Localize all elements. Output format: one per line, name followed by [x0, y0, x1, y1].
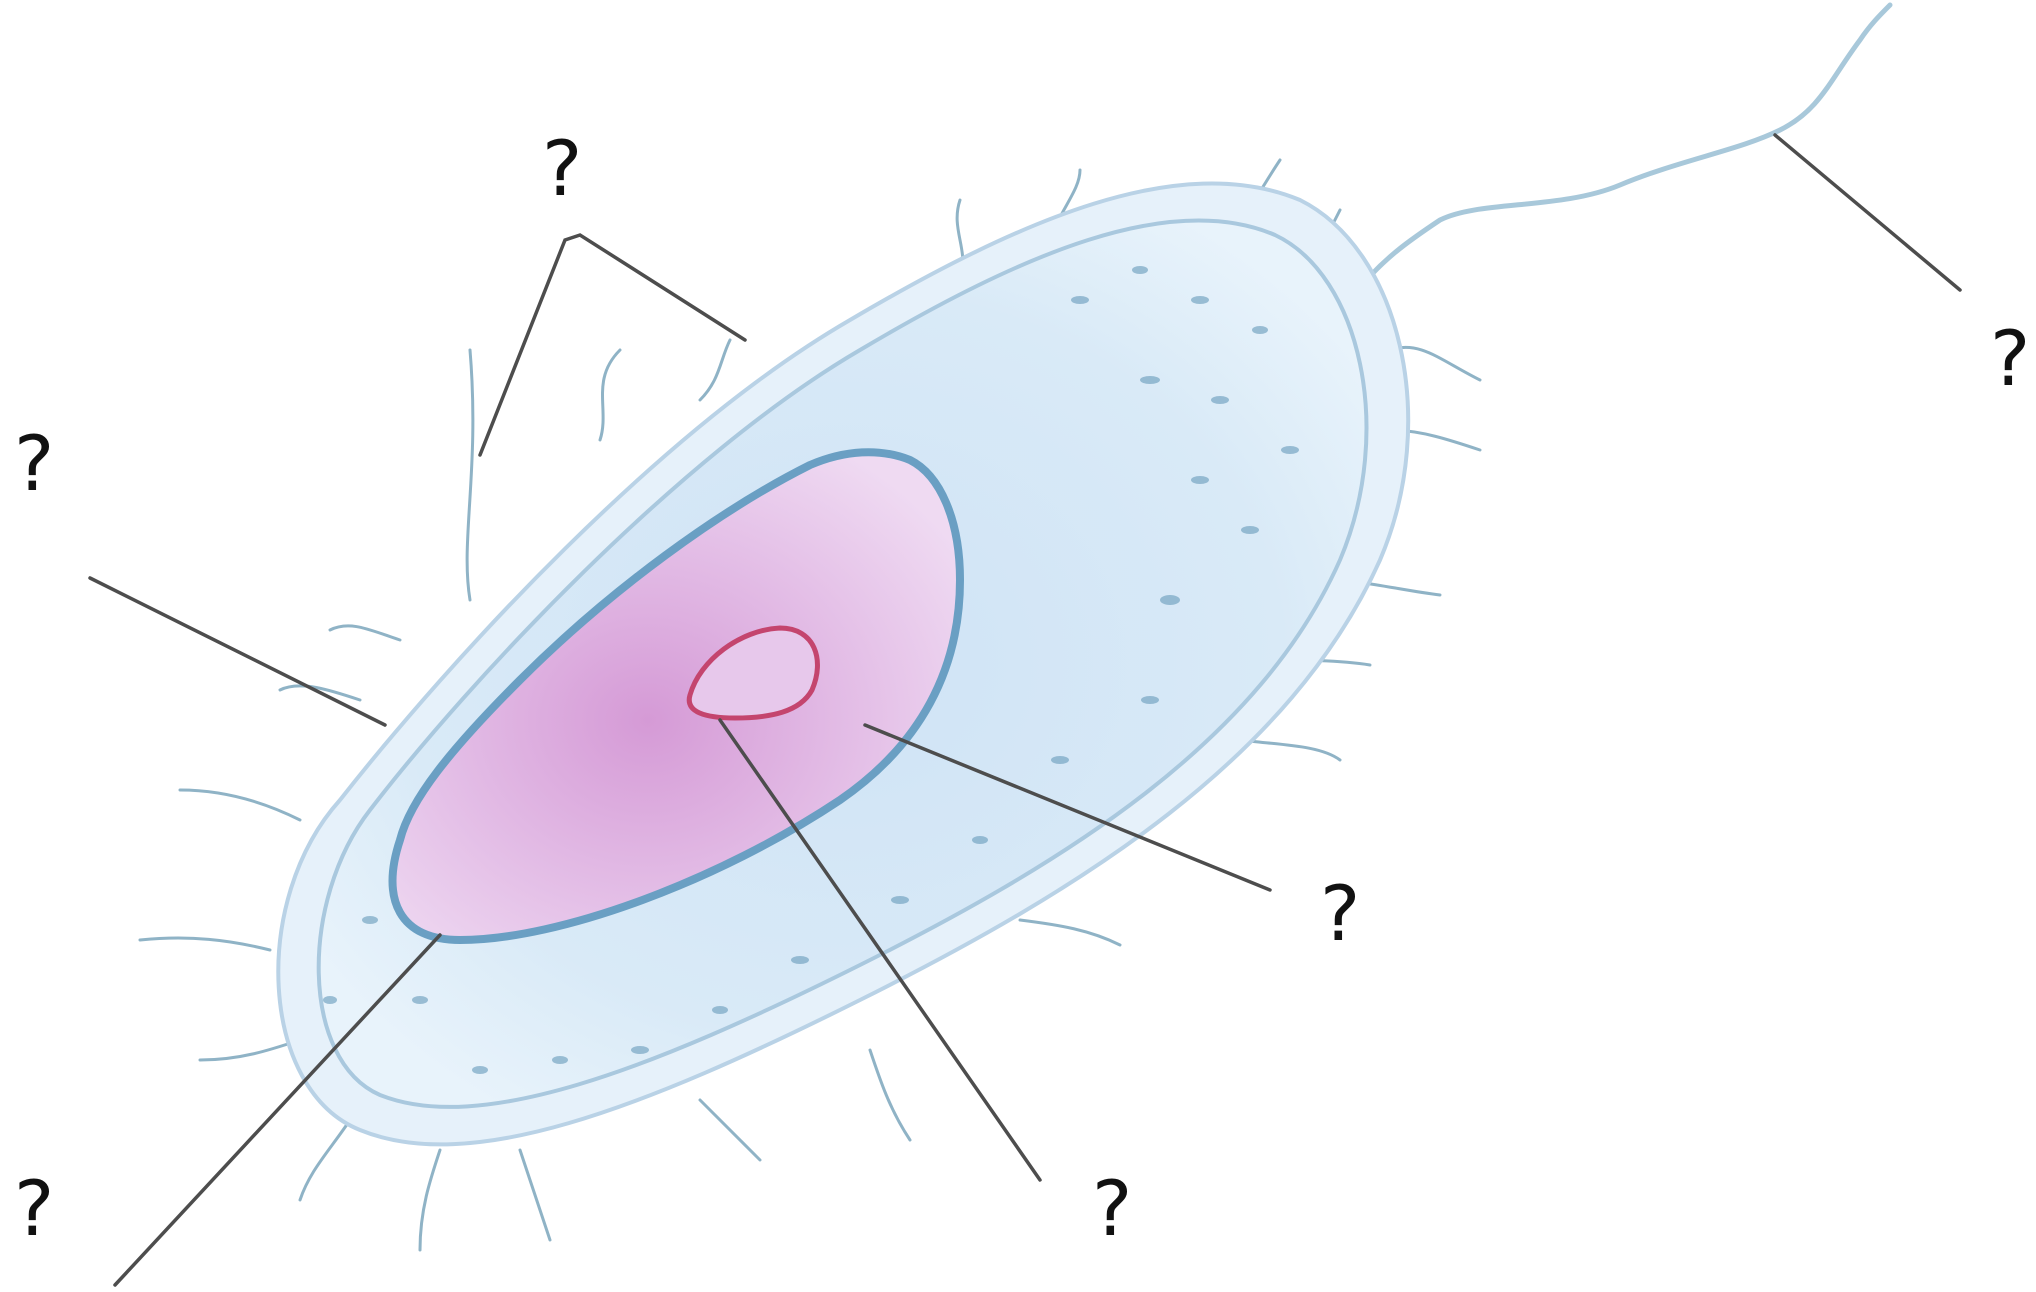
label-cell-membrane: ? — [14, 1164, 54, 1253]
capsule-leader — [90, 578, 385, 725]
label-nucleoid: ? — [1320, 869, 1360, 958]
label-plasmid: ? — [1092, 1164, 1132, 1253]
label-flagellum: ? — [1990, 314, 2030, 403]
flagellum-leader — [1775, 135, 1960, 290]
label-pili: ? — [542, 124, 582, 213]
label-capsule: ? — [14, 419, 54, 508]
flagellum — [1350, 5, 1890, 300]
bacterium-cell — [278, 183, 1408, 1144]
